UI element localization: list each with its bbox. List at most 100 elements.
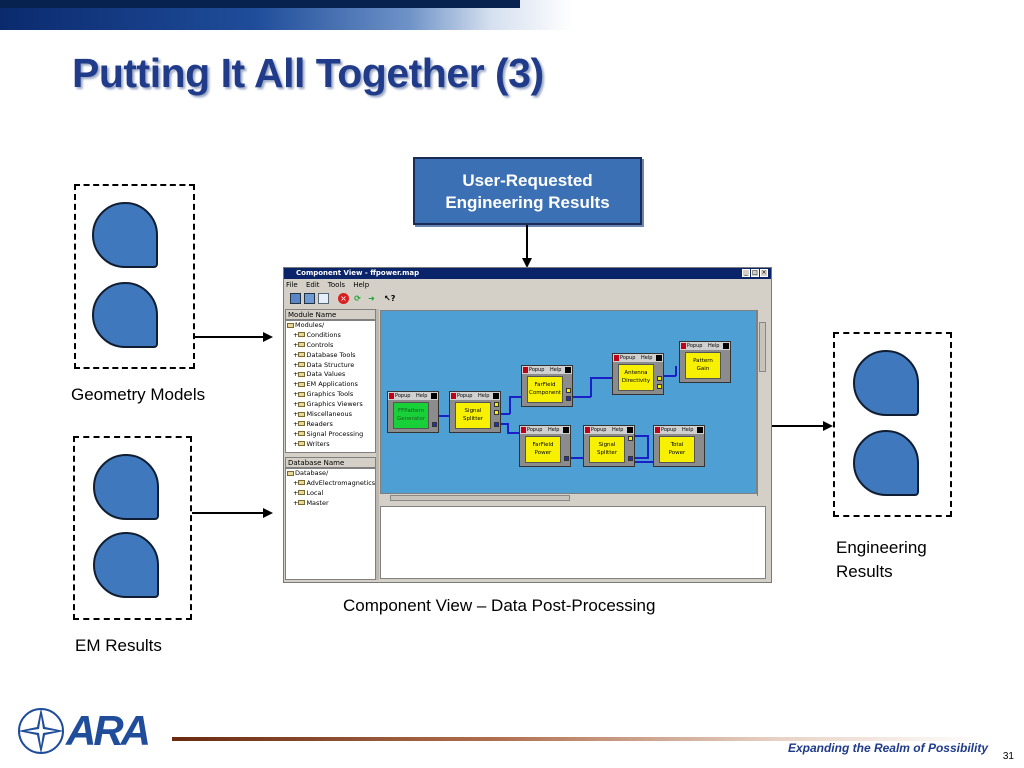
database-root[interactable]: Database/ bbox=[287, 469, 375, 479]
node-output-port[interactable] bbox=[628, 436, 633, 441]
module-item[interactable]: +Miscellaneous bbox=[293, 410, 353, 419]
module-item[interactable]: +Database Tools bbox=[293, 350, 356, 359]
save-icon[interactable] bbox=[304, 293, 315, 304]
node-help-button[interactable]: Help bbox=[708, 343, 720, 349]
callout-line2: Engineering Results bbox=[445, 193, 610, 212]
wire bbox=[509, 396, 521, 398]
arrow-em-line bbox=[192, 512, 263, 514]
folder-icon bbox=[298, 342, 306, 348]
window-titlebar: Component View - ffpower.map bbox=[284, 268, 771, 279]
node-help-button[interactable]: Help bbox=[550, 367, 562, 373]
module-item[interactable]: +Graphics Tools bbox=[293, 390, 354, 399]
module-item[interactable]: +EM Applications bbox=[293, 380, 358, 389]
module-item[interactable]: +Data Structure bbox=[293, 360, 355, 369]
module-item[interactable]: +Graphics Viewers bbox=[293, 400, 363, 409]
menu-tools[interactable]: Tools bbox=[327, 281, 345, 289]
node-popup-button[interactable]: Popup bbox=[527, 427, 543, 433]
component-view-window: Component View - ffpower.map _ □ × File … bbox=[283, 267, 772, 583]
node-help-button[interactable]: Help bbox=[416, 393, 428, 399]
message-console[interactable] bbox=[380, 506, 766, 579]
menu-edit[interactable]: Edit bbox=[305, 281, 320, 289]
database-tree: Database/ +AdvElectromagnetics +Local +M… bbox=[285, 468, 376, 580]
wire bbox=[647, 435, 649, 459]
module-name-header-label: Module Name bbox=[288, 311, 337, 319]
module-item[interactable]: +Readers bbox=[293, 419, 333, 428]
module-item[interactable]: +Controls bbox=[293, 340, 334, 349]
module-item[interactable]: +Conditions bbox=[293, 330, 341, 339]
node-output-port[interactable] bbox=[494, 402, 499, 407]
window-title: Component View - ffpower.map bbox=[296, 269, 420, 277]
module-item[interactable]: +Writers bbox=[293, 439, 330, 448]
folder-icon bbox=[298, 332, 306, 338]
geometry-bubble-1 bbox=[92, 202, 158, 268]
close-button[interactable]: × bbox=[760, 269, 768, 277]
maximize-button[interactable]: □ bbox=[751, 269, 759, 277]
forward-arrow-icon[interactable]: ➜ bbox=[368, 294, 375, 303]
module-item[interactable]: +Data Values bbox=[293, 370, 346, 379]
node-output-port[interactable] bbox=[566, 396, 571, 401]
node-popup-button[interactable]: Popup bbox=[457, 393, 473, 399]
database-name-header[interactable]: Database Name bbox=[285, 457, 376, 468]
node-help-button[interactable]: Help bbox=[548, 427, 560, 433]
arrow-em-head bbox=[263, 508, 273, 518]
modules-root[interactable]: Modules/ bbox=[287, 321, 375, 331]
refresh-icon[interactable]: ⟳ bbox=[354, 294, 361, 303]
wire bbox=[509, 396, 511, 414]
wire bbox=[500, 413, 510, 415]
scroll-thumb[interactable] bbox=[759, 322, 766, 372]
header-banner-stripe bbox=[0, 0, 520, 8]
module-item[interactable]: +Signal Processing bbox=[293, 429, 364, 438]
open-icon[interactable] bbox=[290, 293, 301, 304]
node-help-button[interactable]: Help bbox=[478, 393, 490, 399]
node-popup-button[interactable]: Popup bbox=[687, 343, 703, 349]
node-output-port[interactable] bbox=[657, 376, 662, 381]
node-output-port[interactable] bbox=[494, 422, 499, 427]
help-icon[interactable]: ↖? bbox=[384, 294, 396, 303]
node-popup-button[interactable]: Popup bbox=[661, 427, 677, 433]
stop-icon[interactable]: × bbox=[338, 293, 349, 304]
node-popup-button[interactable]: Popup bbox=[591, 427, 607, 433]
engineering-results-label-line2: Results bbox=[836, 562, 893, 581]
node-output-port[interactable] bbox=[628, 456, 633, 461]
slide-title: Putting It All Together (3) bbox=[72, 50, 544, 96]
database-item[interactable]: +AdvElectromagnetics bbox=[293, 478, 376, 487]
database-item[interactable]: +Local bbox=[293, 488, 324, 497]
minimize-button[interactable]: _ bbox=[742, 269, 750, 277]
menu-help[interactable]: Help bbox=[353, 281, 370, 289]
node-popup-button[interactable]: Popup bbox=[395, 393, 411, 399]
node-help-button[interactable]: Help bbox=[682, 427, 694, 433]
node-output-port[interactable] bbox=[494, 410, 499, 415]
panel-splitter[interactable] bbox=[376, 309, 379, 580]
wire bbox=[675, 366, 677, 376]
engineering-results-box bbox=[833, 332, 952, 517]
node-help-button[interactable]: Help bbox=[612, 427, 624, 433]
module-name-header[interactable]: Module Name bbox=[285, 309, 376, 320]
database-item[interactable]: +Master bbox=[293, 498, 329, 507]
node-output-port[interactable] bbox=[657, 384, 662, 389]
geometry-models-label: Geometry Models bbox=[71, 385, 206, 404]
node-output-port[interactable] bbox=[432, 422, 437, 427]
canvas-horizontal-scrollbar[interactable] bbox=[380, 493, 757, 502]
scroll-thumb[interactable] bbox=[390, 495, 570, 501]
node-help-button[interactable]: Help bbox=[641, 355, 653, 361]
node-popup-button[interactable]: Popup bbox=[620, 355, 636, 361]
node-close-indicator[interactable] bbox=[431, 393, 437, 399]
node-output-port[interactable] bbox=[566, 388, 571, 393]
menu-file[interactable]: File bbox=[286, 281, 298, 289]
node-popup-button[interactable]: Popup bbox=[529, 367, 545, 373]
engineering-bubble-2 bbox=[853, 430, 919, 496]
wire bbox=[635, 457, 649, 459]
copy-icon[interactable] bbox=[318, 293, 329, 304]
node-output-port[interactable] bbox=[564, 456, 569, 461]
canvas-vertical-scrollbar[interactable] bbox=[757, 310, 767, 496]
